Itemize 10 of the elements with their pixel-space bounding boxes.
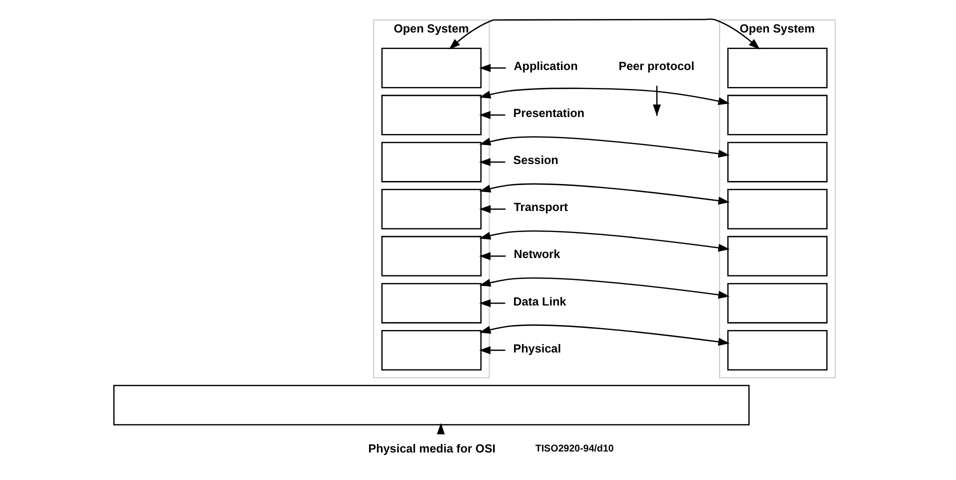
node-text: Application: [513, 60, 578, 74]
node-text: Network: [513, 248, 560, 262]
node-text: Physical: [512, 342, 560, 356]
node-text: Physical media for OSI: [368, 442, 496, 456]
label: TISO2920-94/d10: [534, 444, 614, 455]
node-text: Presentation: [512, 107, 584, 120]
node-text: Peer protocol: [618, 60, 694, 74]
node-text: Session: [512, 154, 558, 168]
node-text: Transport: [513, 201, 568, 214]
node-text: Data Link: [512, 295, 566, 308]
